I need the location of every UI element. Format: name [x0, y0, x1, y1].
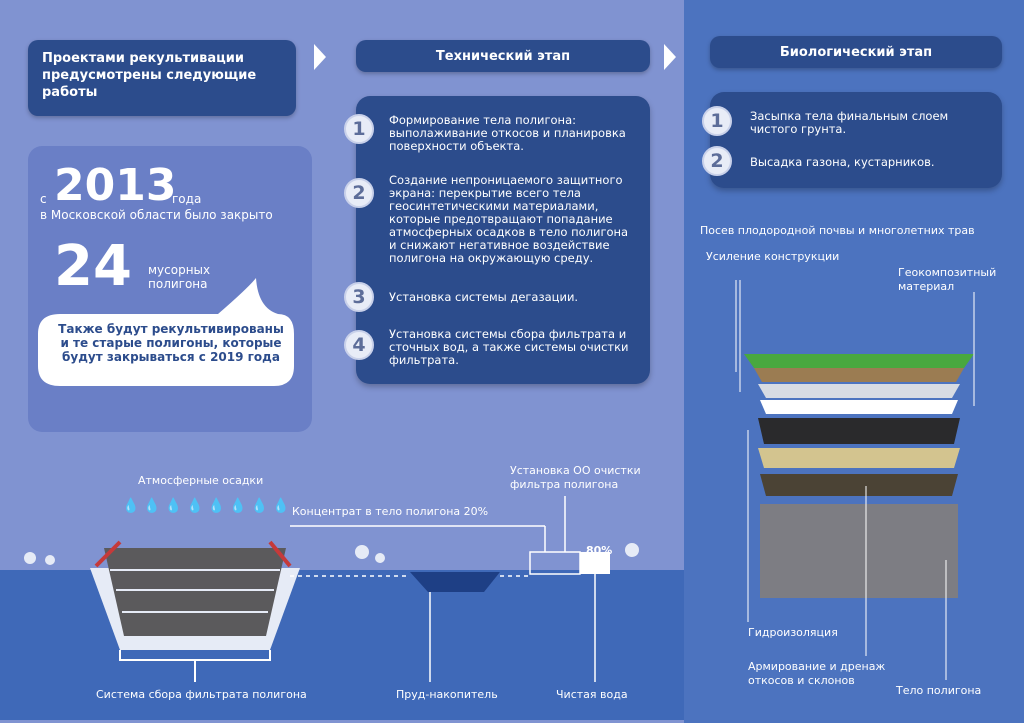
drain-label-1: Армирование и дренаж — [748, 660, 886, 673]
pond-label: Пруд-накопитель — [396, 688, 498, 701]
drainage-layer — [760, 474, 958, 496]
technical-step-2: Создание непроницаемого защитного экрана… — [389, 173, 629, 265]
reinforcement-layer — [758, 384, 960, 398]
technical-step-3: Установка системы дегазации. — [389, 290, 579, 304]
tree-icon — [355, 545, 369, 559]
soil-layer — [754, 368, 964, 382]
waste-body — [104, 548, 286, 636]
layer-stack — [735, 280, 975, 680]
topsoil-label: Посев плодородной почвы и многолетних тр… — [700, 224, 975, 237]
stats-panel: с 2013 года в Московской области было за… — [28, 146, 312, 432]
tree-icon — [375, 553, 385, 563]
grass-layer — [744, 354, 974, 368]
geocomposite-label-2: материал — [898, 280, 955, 293]
technical-step-1: Формирование тела полигона: выполаживани… — [389, 113, 626, 153]
waterproof-label: Гидроизоляция — [748, 626, 838, 639]
bubble-text-main: Также будут рекультивированы и те старые… — [58, 322, 284, 364]
geocomposite-layer — [760, 400, 958, 414]
bio-step-1: Засыпка тела финальным слоем чистого гру… — [750, 109, 949, 136]
right-cover-edge — [268, 540, 292, 568]
bio-number-2: 2 — [702, 146, 732, 176]
stats-region: в Московской области было закрыто — [40, 208, 273, 222]
step-number-3: 3 — [344, 282, 374, 312]
drain-label-2: откосов и склонов — [748, 674, 855, 687]
stats-count: 24 — [54, 234, 132, 299]
storage-pond — [410, 572, 500, 592]
precip-label: Атмосферные осадки — [138, 474, 264, 487]
waterproof-layer — [758, 418, 960, 444]
tree-icon — [625, 543, 639, 557]
clean-water-label: Чистая вода — [556, 688, 628, 701]
count-label-1: мусорных — [148, 263, 211, 277]
technical-header: Технический этап — [356, 40, 650, 72]
arrow-right-2 — [664, 44, 676, 70]
arrow-right-1 — [314, 44, 326, 70]
bio-number-1: 1 — [702, 106, 732, 136]
tree-icon — [45, 555, 55, 565]
technical-steps-panel: 1 Формирование тела полигона: выполажива… — [344, 96, 650, 384]
leachate-label: Система сбора фильтрата полигона — [96, 688, 307, 701]
geocomposite-label-1: Геокомпозитный — [898, 266, 997, 279]
clean-water-tank — [580, 552, 610, 574]
step-number-1: 1 — [344, 114, 374, 144]
ro-plant-label-2: фильтра полигона — [510, 478, 619, 491]
waste-body-block — [760, 504, 958, 598]
stats-year: 2013 — [54, 160, 177, 211]
biological-steps-panel: 1 Засыпка тела финальным слоем чистого г… — [702, 92, 1002, 188]
body-label: Тело полигона — [896, 684, 982, 697]
bubble-text: Также будут рекультивированы и те старые… — [52, 322, 290, 364]
step-number-4: 4 — [344, 330, 374, 360]
biological-header: Биологический этап — [710, 36, 1002, 68]
left-cover-edge — [94, 540, 122, 568]
tree-icon — [24, 552, 36, 564]
intro-title: Проектами рекультивации предусмотрены сл… — [42, 51, 257, 100]
speech-bubble — [38, 278, 294, 386]
step-number-2: 2 — [344, 178, 374, 208]
reinforce-label: Усиление конструкции — [706, 250, 840, 263]
sand-layer — [758, 448, 960, 468]
year-suffix: года — [172, 192, 202, 206]
rain-icon: 💧💧💧💧💧💧💧💧 — [122, 498, 294, 514]
since-prefix: с — [40, 192, 47, 206]
bubble-highlight: с 2019 года — [198, 350, 280, 364]
bio-step-2: Высадка газона, кустарников. — [750, 155, 935, 169]
percent-label: 80% — [586, 544, 613, 557]
intro-panel: Проектами рекультивации предусмотрены сл… — [28, 40, 296, 116]
landfill-diagram — [0, 496, 684, 720]
count-label-2: полигона — [148, 277, 208, 291]
ro-plant-label-1: Установка ОО очистки — [510, 464, 641, 477]
technical-step-4: Установка системы сбора фильтрата и сточ… — [389, 327, 629, 367]
concentrate-label: Концентрат в тело полигона 20% — [292, 505, 489, 518]
